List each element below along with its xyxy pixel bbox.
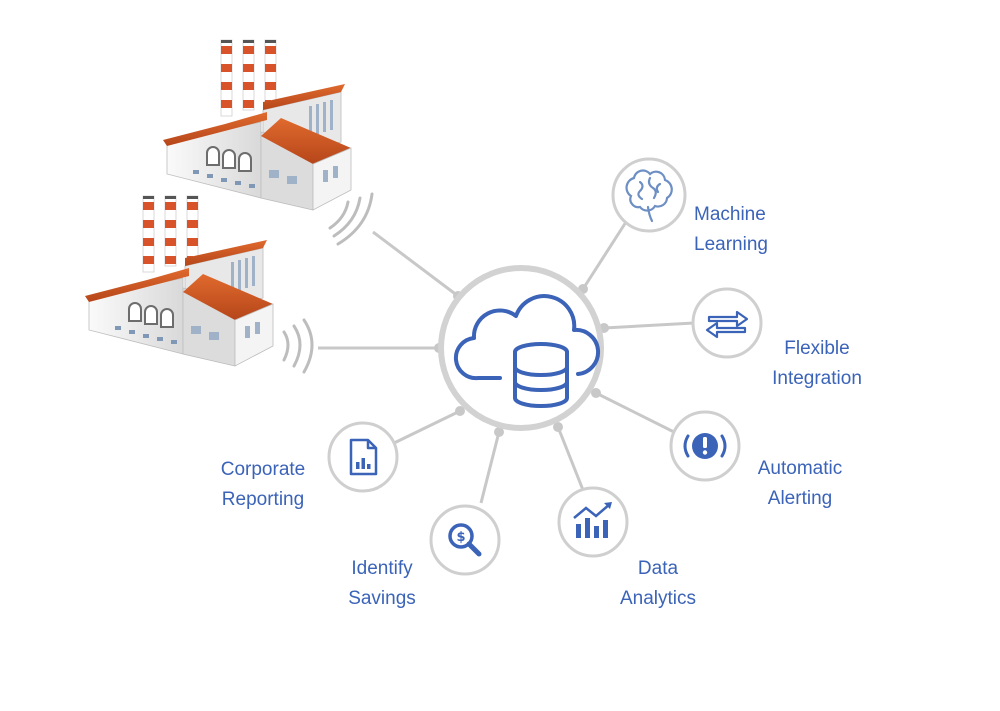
connector-machine-learning (581, 221, 628, 290)
connector-factory-top (372, 230, 459, 298)
dollar-search-icon: $ (448, 523, 482, 557)
node-flexible-integration[interactable] (691, 287, 763, 359)
node-automatic-alerting[interactable] (669, 410, 741, 482)
svg-text:$: $ (456, 530, 465, 545)
factory-icon (84, 195, 274, 367)
connector-identify-savings (479, 431, 501, 504)
label-automatic-alerting-line2: Alerting (767, 488, 833, 509)
label-corporate-reporting: Corporate Reporting (198, 455, 328, 515)
signal-icon-bottom (282, 318, 314, 374)
label-flexible-integration-line1: Flexible (784, 338, 850, 359)
arrows-exchange-icon (705, 310, 749, 339)
label-machine-learning: Machine Learning (694, 200, 768, 260)
label-identify-savings: Identify Savings (322, 554, 442, 614)
factory-top (162, 39, 352, 211)
node-machine-learning[interactable] (611, 157, 687, 233)
signal-icon-top (328, 192, 374, 246)
label-identify-savings-line2: Savings (348, 588, 416, 609)
label-corporate-reporting-line1: Corporate (220, 459, 306, 480)
label-identify-savings-line1: Identify (351, 558, 413, 579)
report-document-icon (349, 438, 378, 476)
label-data-analytics-line2: Analytics (619, 588, 697, 609)
alert-icon (683, 433, 727, 459)
label-machine-learning-line2: Learning (694, 234, 768, 255)
label-machine-learning-line1: Machine (694, 204, 766, 225)
label-automatic-alerting: Automatic Alerting (740, 454, 860, 514)
factory-icon (162, 39, 352, 211)
node-identify-savings[interactable]: $ (429, 504, 501, 576)
node-data-analytics[interactable] (557, 486, 629, 558)
label-automatic-alerting-line1: Automatic (757, 458, 843, 479)
label-corporate-reporting-line2: Reporting (221, 489, 305, 510)
connector-flexible-integration (603, 321, 695, 330)
brain-icon (625, 169, 673, 223)
label-data-analytics: Data Analytics (598, 554, 718, 614)
label-data-analytics-line1: Data (637, 558, 679, 579)
connector-corporate-reporting (389, 409, 461, 447)
connectors (318, 221, 695, 504)
cloud-database-icon (453, 294, 601, 408)
connector-data-analytics (556, 426, 585, 491)
connector-automatic-alerting (595, 391, 675, 434)
label-flexible-integration: Flexible Integration (752, 334, 882, 394)
bar-chart-trend-icon (573, 502, 612, 538)
factory-bottom (84, 195, 274, 367)
node-corporate-reporting[interactable] (327, 421, 399, 493)
label-flexible-integration-line2: Integration (772, 368, 862, 389)
hub-node[interactable] (438, 265, 604, 431)
